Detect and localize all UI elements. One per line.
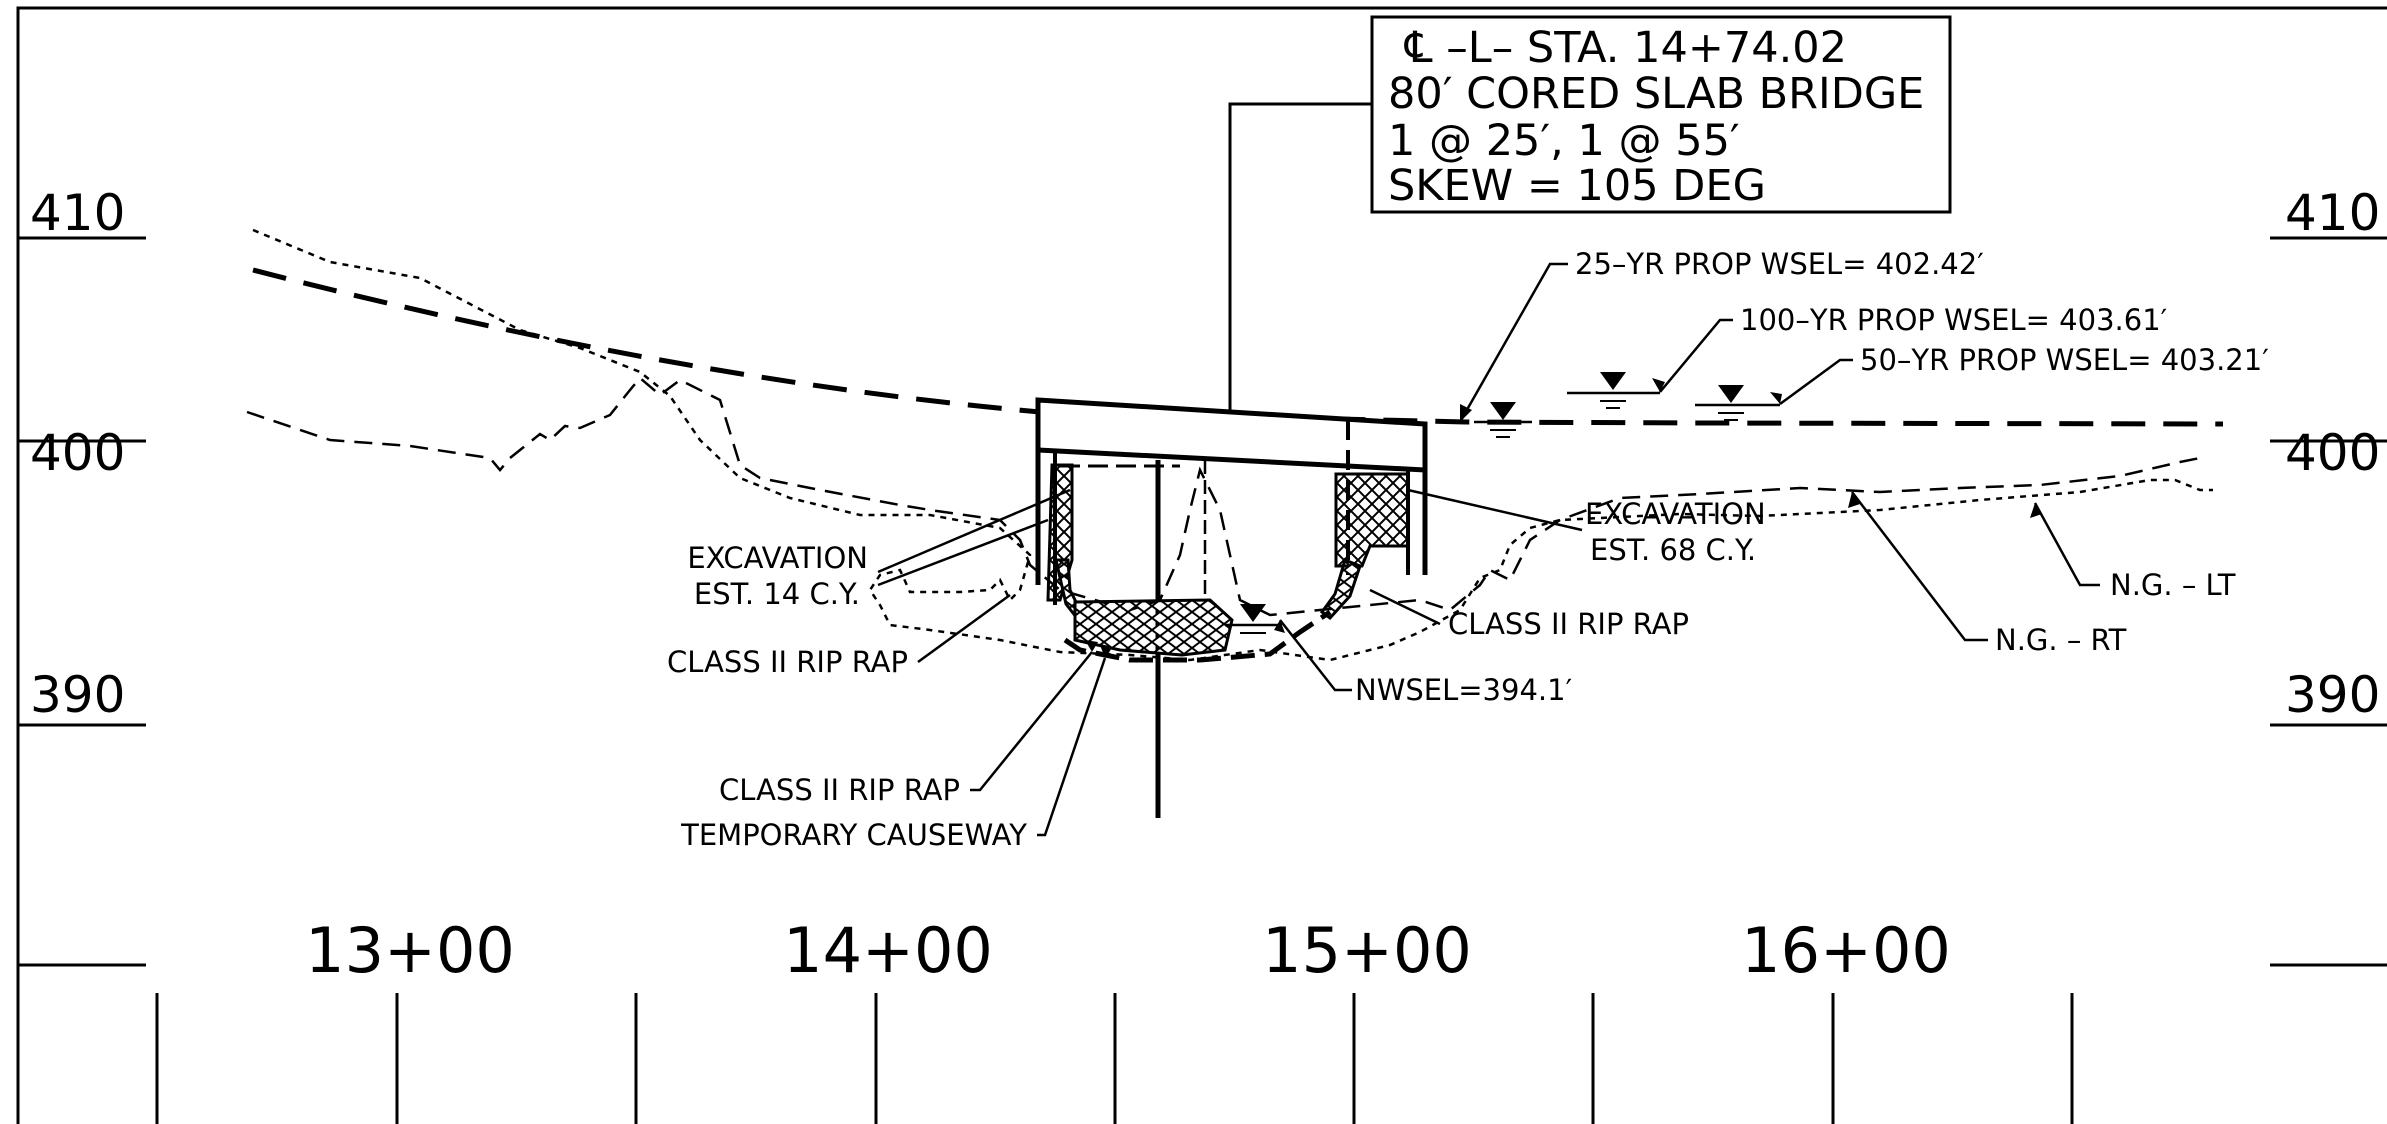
station-13: 13+00	[305, 914, 515, 987]
temporary-causeway-label: TEMPORARY CAUSEWAY	[680, 818, 1027, 852]
leader-arrowheads	[1085, 378, 2042, 658]
wsel-100yr-label: 100–YR PROP WSEL= 403.61′	[1740, 303, 2167, 337]
station-15: 15+00	[1262, 914, 1472, 987]
excavation-right-label-2: EST. 68 C.Y.	[1590, 533, 1756, 567]
riprap-right-bank	[1319, 557, 1362, 621]
elev-left-410: 410	[30, 184, 125, 242]
wsel-25yr-label: 25–YR PROP WSEL= 402.42′	[1575, 247, 1984, 281]
water-symbol-25yr	[1474, 402, 1532, 438]
leader-lines	[877, 262, 2100, 837]
excavation-right-hatch	[1334, 472, 1410, 568]
excavation-left-label-2: EST. 14 C.Y.	[694, 577, 860, 611]
riprap-right-label: CLASS II RIP RAP	[1448, 607, 1689, 641]
title-block-leader	[1228, 102, 1372, 414]
riprap-bottom-label: CLASS II RIP RAP	[719, 773, 960, 807]
water-symbol-50yr	[1695, 385, 1780, 421]
elevation-grid-lines	[18, 236, 2387, 967]
excavation-right-label-1: EXCAVATION	[1585, 497, 1766, 531]
channel-bottom-line	[1063, 609, 1332, 663]
title-block-box	[1370, 15, 1952, 214]
water-symbol-100yr	[1567, 372, 1660, 409]
elev-right-390: 390	[2285, 666, 2380, 724]
nwsel-label: NWSEL=394.1′	[1355, 673, 1572, 707]
elev-left-390: 390	[30, 666, 125, 724]
temporary-causeway-riprap	[1073, 598, 1234, 657]
title-block-line3: 1 @ 25′, 1 @ 55′	[1388, 116, 1740, 166]
sheet-border	[16, 6, 2387, 1124]
ng-rt-label: N.G. – RT	[1995, 623, 2127, 657]
station-16: 16+00	[1741, 914, 1951, 987]
title-block-line1: ℄ –L– STA. 14+74.02	[1404, 23, 1847, 73]
ng-lt-label: N.G. – LT	[2110, 568, 2236, 602]
elev-right-410: 410	[2285, 184, 2380, 242]
station-ticks	[155, 993, 2074, 1124]
elev-right-400: 400	[2285, 424, 2380, 482]
proposed-grade-line	[252, 267, 2224, 427]
excavation-left-label-1: EXCAVATION	[687, 541, 868, 575]
title-block-line2: 80′ CORED SLAB BRIDGE	[1388, 69, 1924, 119]
wsel-50yr-label: 50–YR PROP WSEL= 403.21′	[1860, 343, 2269, 377]
elev-left-400: 400	[30, 424, 125, 482]
riprap-left-label: CLASS II RIP RAP	[667, 645, 908, 679]
natural-ground-lt-line	[252, 228, 2213, 662]
water-symbol-nwsel	[1225, 604, 1282, 634]
station-14: 14+00	[783, 914, 993, 987]
title-block-line4: SKEW = 105 DEG	[1388, 161, 1766, 211]
